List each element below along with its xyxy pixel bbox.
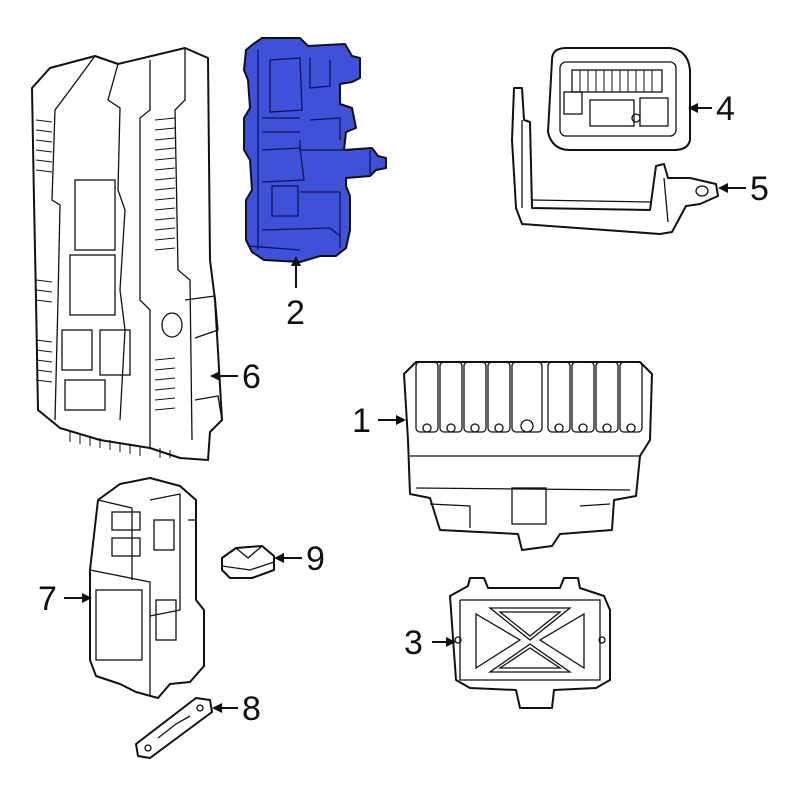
callout-label-9: 9 — [306, 540, 325, 578]
part-9-clip[interactable] — [221, 545, 275, 579]
callout-9[interactable]: 9 — [274, 540, 325, 578]
callout-label-1: 1 — [352, 402, 371, 440]
callout-8[interactable]: 8 — [212, 690, 261, 728]
callout-3[interactable]: 3 — [404, 624, 456, 662]
part-5-bracket[interactable] — [511, 87, 719, 235]
callout-label-7: 7 — [38, 580, 57, 618]
callout-label-6: 6 — [242, 358, 261, 396]
part-6-housing[interactable] — [31, 47, 223, 461]
callout-1[interactable]: 1 — [352, 402, 406, 440]
callout-4[interactable]: 4 — [688, 90, 735, 128]
callout-label-4: 4 — [716, 90, 735, 128]
callout-label-3: 3 — [404, 624, 423, 662]
part-1-fuse-block[interactable] — [403, 361, 653, 551]
callout-2[interactable]: 2 — [286, 256, 305, 332]
callout-5[interactable]: 5 — [718, 170, 769, 208]
part-4-control-unit[interactable] — [547, 47, 691, 151]
callout-label-8: 8 — [242, 690, 261, 728]
callout-label-5: 5 — [750, 170, 769, 208]
callout-6[interactable]: 6 — [210, 358, 261, 396]
part-7-fuse-holder[interactable] — [89, 477, 205, 699]
callout-7[interactable]: 7 — [38, 580, 92, 618]
callout-label-2: 2 — [286, 294, 305, 332]
part-8-plate[interactable] — [135, 697, 213, 759]
part-2-module[interactable] — [243, 37, 387, 263]
part-3-cover-plate[interactable] — [449, 577, 611, 709]
